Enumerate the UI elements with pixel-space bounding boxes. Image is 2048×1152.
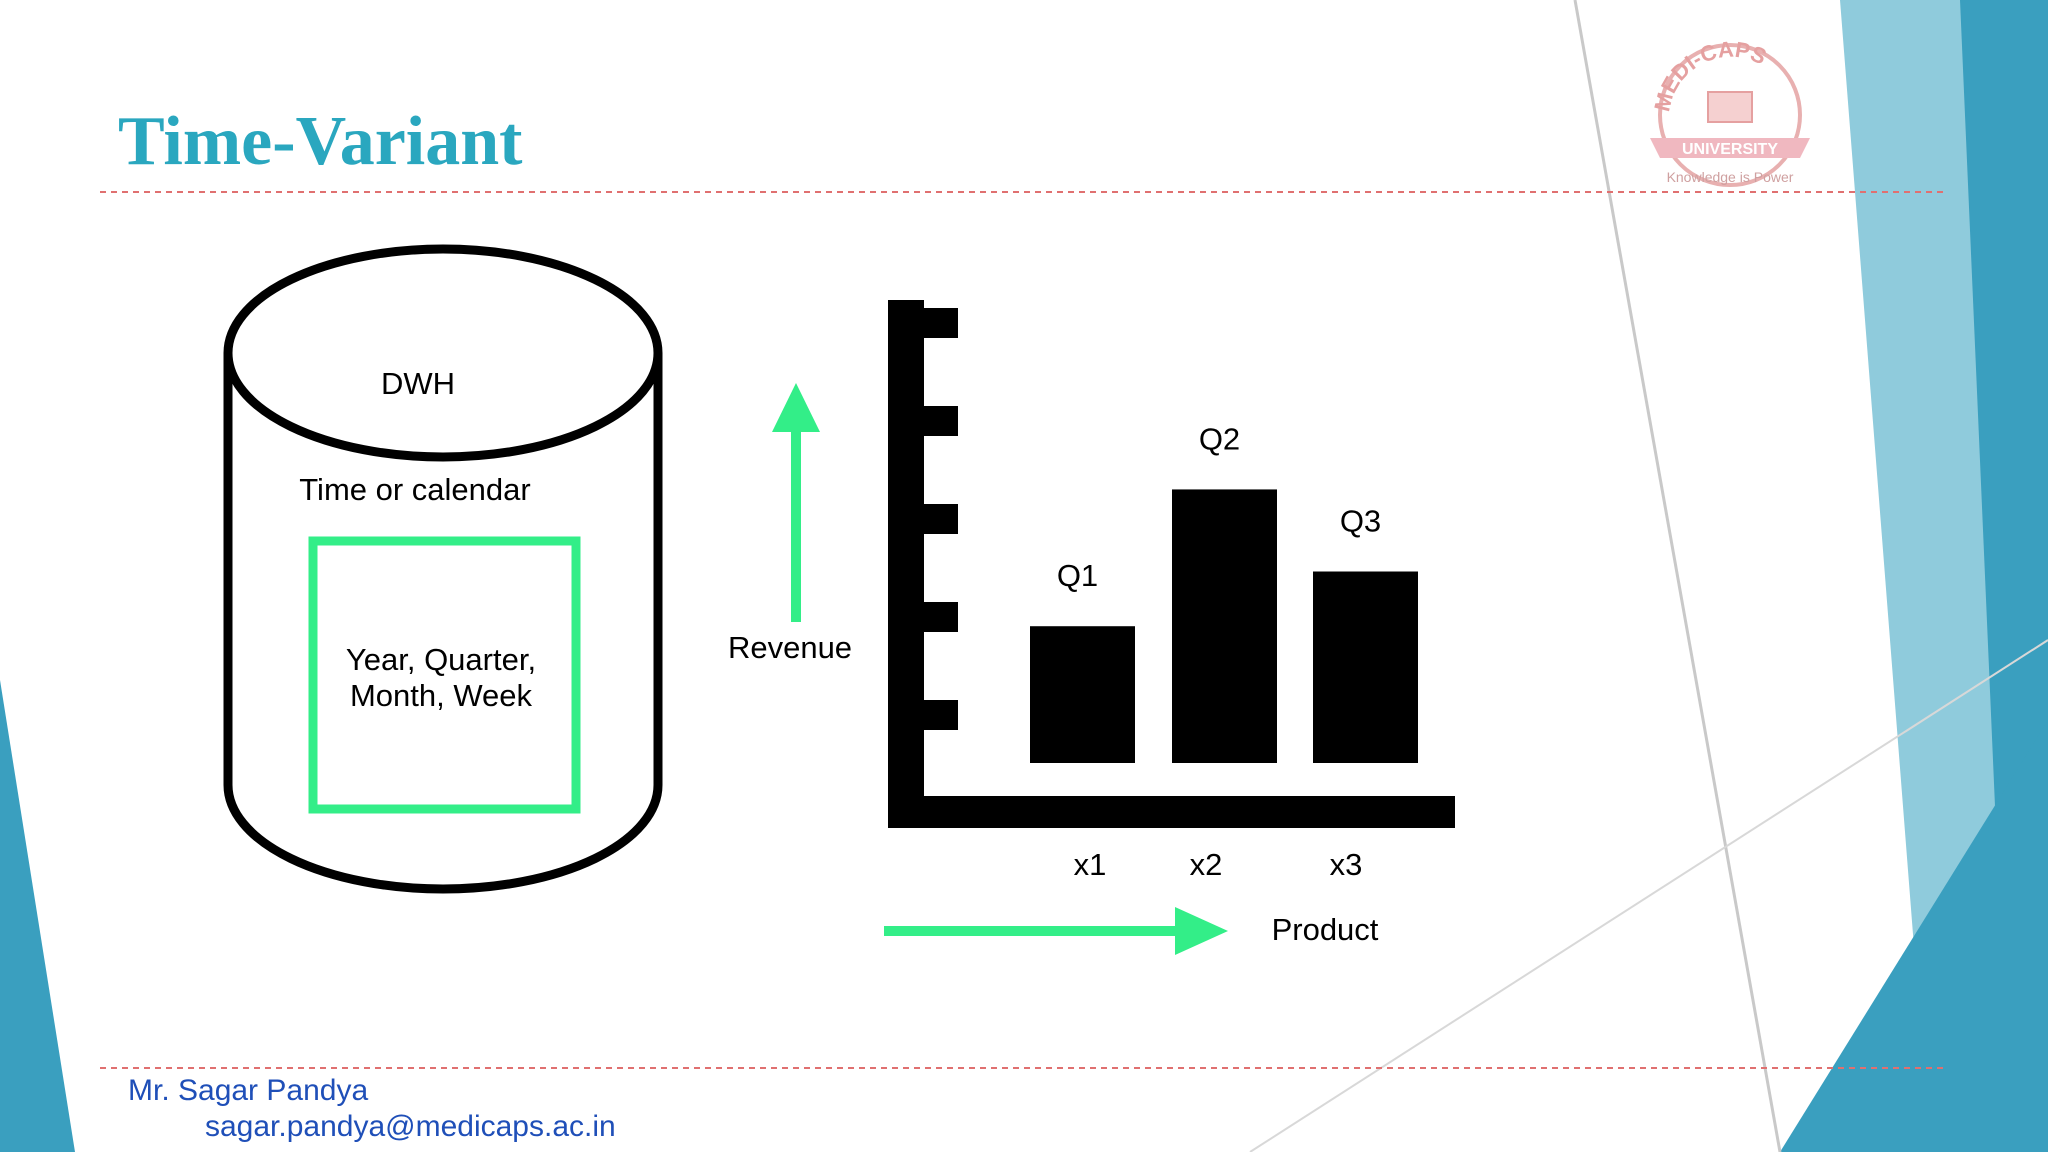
product-arrowhead: [1175, 907, 1228, 955]
cylinder-top-label: DWH: [381, 366, 455, 401]
slide-title: Time-Variant: [118, 103, 523, 180]
medicaps-logo: MEDI-CAPS UNIVERSITY Knowledge is Power: [1649, 37, 1810, 187]
footer-author-name: Mr. Sagar Pandya: [128, 1074, 369, 1107]
decor-diagonal-line-2: [1249, 639, 2048, 1152]
footer-author-email: sagar.pandya@medicaps.ac.in: [205, 1110, 616, 1143]
x-axis: [888, 796, 1455, 828]
y-tick-mark: [924, 700, 958, 730]
product-arrow: [884, 907, 1228, 955]
time-box-line-1: Year, Quarter,: [346, 642, 536, 677]
bottom-right-teal-shape: [1780, 720, 2048, 1152]
bar-label-Q3: Q3: [1340, 504, 1381, 539]
x-tick-label-x1: x1: [1074, 847, 1107, 882]
revenue-bar-chart: Q1 x1 Q2 x2 Q3 x3: [888, 300, 1455, 882]
product-label: Product: [1272, 912, 1379, 947]
x-tick-label-x2: x2: [1190, 847, 1223, 882]
svg-text:UNIVERSITY: UNIVERSITY: [1682, 141, 1778, 158]
y-axis: [888, 300, 924, 828]
y-tick-mark: [924, 798, 958, 828]
revenue-label: Revenue: [728, 630, 852, 665]
cylinder-top: [223, 244, 663, 462]
cylinder-body: [223, 353, 663, 894]
dwh-cylinder: DWH Time or calendar Year, Quarter, Mont…: [223, 244, 663, 894]
bar-label-Q2: Q2: [1199, 421, 1240, 456]
bar-x3: [1313, 571, 1418, 763]
bar-label-Q1: Q1: [1057, 558, 1098, 593]
y-tick-mark: [924, 504, 958, 534]
bar-x1: [1030, 626, 1135, 763]
bar-x2: [1172, 489, 1277, 763]
y-tick-mark: [924, 602, 958, 632]
cylinder-inner-label: Time or calendar: [299, 472, 530, 507]
x-tick-label-x3: x3: [1330, 847, 1363, 882]
y-tick-mark: [924, 406, 958, 436]
revenue-arrowhead: [772, 383, 820, 432]
time-box-line-2: Month, Week: [350, 678, 533, 713]
y-tick-mark: [924, 308, 958, 338]
time-attributes-box: [308, 536, 581, 814]
revenue-arrow: [772, 383, 820, 622]
svg-text:Knowledge is Power: Knowledge is Power: [1667, 169, 1794, 185]
left-teal-shape: [0, 680, 75, 1152]
